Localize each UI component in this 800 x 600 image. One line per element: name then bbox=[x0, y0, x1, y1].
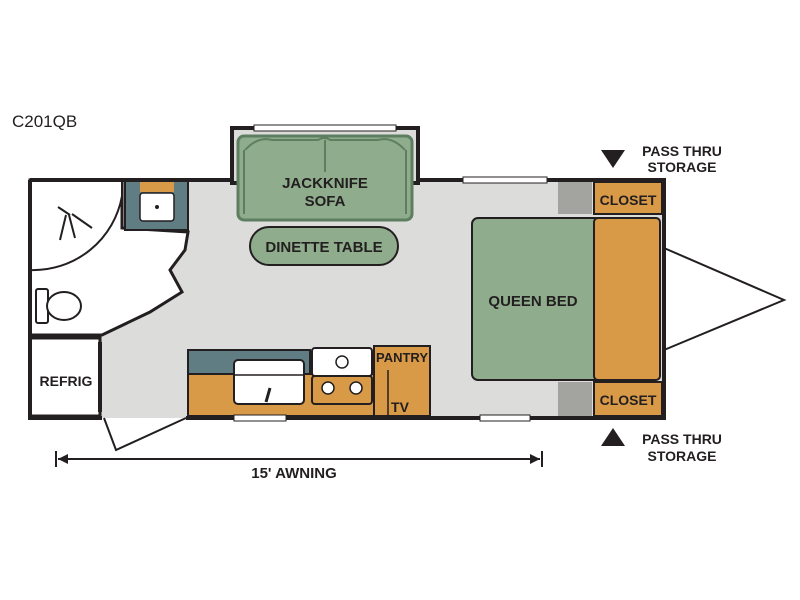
closet-bottom bbox=[593, 381, 663, 417]
microwave bbox=[311, 347, 373, 377]
pantry-label: PANTRY bbox=[376, 350, 428, 365]
bathroom-door bbox=[101, 291, 183, 336]
dinette-table bbox=[249, 226, 399, 266]
window-slide bbox=[253, 124, 397, 132]
awning-label: 15' AWNING bbox=[251, 465, 337, 482]
awning-dimension-line bbox=[55, 451, 543, 467]
jackknife-sofa bbox=[236, 134, 414, 222]
closet-top-label: CLOSET bbox=[600, 192, 657, 208]
toilet-icon bbox=[35, 288, 82, 324]
refrigerator-label: REFRIG bbox=[40, 373, 93, 389]
bathroom-vanity-top bbox=[140, 182, 174, 192]
storage-bottom-line1: PASS THRU bbox=[642, 431, 722, 447]
storage-block-bottom bbox=[558, 382, 592, 416]
bed-headboard bbox=[593, 217, 661, 381]
arrow-down-icon bbox=[601, 150, 625, 168]
entry-door bbox=[103, 417, 187, 452]
window-bottom-left bbox=[233, 414, 287, 422]
window-bottom-right bbox=[479, 414, 531, 422]
closet-bottom-label: CLOSET bbox=[600, 392, 657, 408]
shower bbox=[29, 179, 123, 272]
storage-block-top bbox=[558, 182, 592, 214]
bed-label: QUEEN BED bbox=[488, 293, 577, 310]
storage-top-line1: PASS THRU bbox=[642, 143, 722, 159]
shower-head-icon bbox=[57, 206, 93, 241]
tv-label: TV bbox=[391, 399, 410, 415]
storage-top-line2: STORAGE bbox=[648, 159, 717, 175]
storage-bottom-line2: STORAGE bbox=[648, 448, 717, 464]
window-front bbox=[462, 176, 548, 184]
bathroom-sink-drain bbox=[155, 205, 159, 209]
stove-icon bbox=[311, 375, 373, 405]
kitchen-sink bbox=[233, 359, 305, 405]
sofa-label-line2: SOFA bbox=[305, 193, 346, 210]
arrow-up-icon bbox=[601, 428, 625, 446]
model-number: C201QB bbox=[12, 112, 78, 131]
dinette-label: DINETTE TABLE bbox=[265, 239, 382, 256]
sofa-label-line1: JACKKNIFE bbox=[282, 175, 368, 192]
hitch-tongue bbox=[663, 247, 787, 351]
closet-top bbox=[593, 181, 663, 215]
